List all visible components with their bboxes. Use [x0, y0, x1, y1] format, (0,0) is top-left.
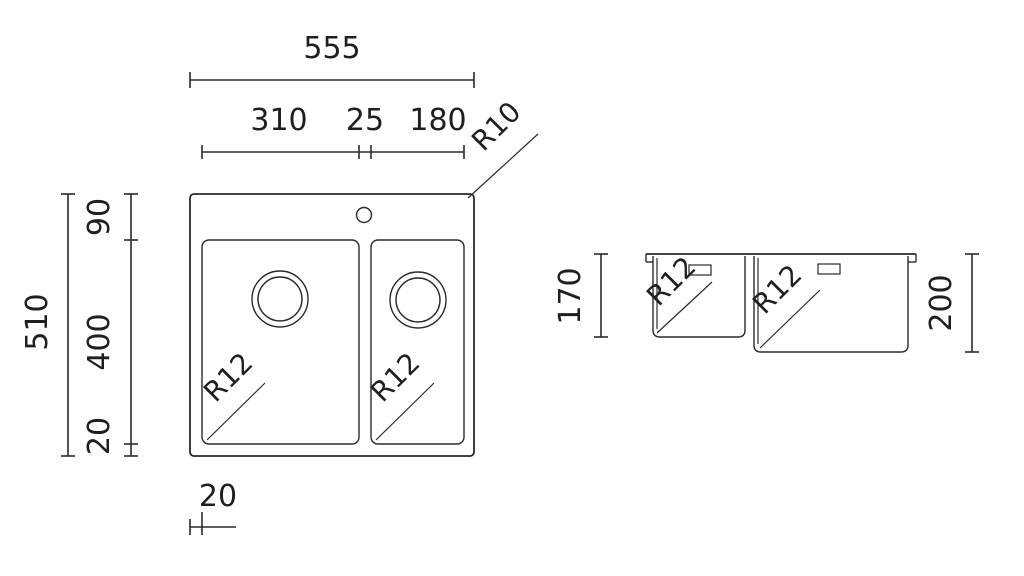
- side-margin-label: 20: [199, 479, 237, 514]
- overall-depth-label: 510: [20, 293, 55, 350]
- dimension-overall-depth: 510: [20, 193, 75, 457]
- overall-width-label: 555: [303, 31, 360, 66]
- right-drain-outer: [389, 271, 447, 329]
- dimension-large-bowl-depth: 200: [924, 253, 979, 353]
- sink-top-view: R12 R12: [189, 193, 475, 457]
- dimension-small-bowl-depth: 170: [553, 253, 608, 338]
- divider-width-label: 25: [346, 103, 384, 138]
- right-drain-inner: [395, 277, 441, 323]
- dimension-bowl-widths: 310 25 180: [201, 103, 467, 159]
- back-margin-label: 90: [82, 198, 117, 236]
- outer-radius-label: R10: [465, 95, 527, 157]
- bowl-length-label: 400: [82, 313, 117, 370]
- left-drain-inner: [257, 276, 303, 322]
- dimension-outer-radius: R10: [465, 95, 539, 199]
- large-bowl-section-radius-label: R12: [746, 258, 808, 320]
- left-bowl-radius-label: R12: [197, 346, 259, 408]
- left-bowl-outline: [201, 239, 360, 445]
- sink-section-view: R12 R12: [640, 250, 917, 353]
- large-bowl-section: [753, 256, 909, 353]
- small-bowl-overflow: [688, 264, 712, 276]
- dimension-side-margin: 20: [189, 479, 237, 535]
- sink-outer-outline: [189, 193, 475, 457]
- large-bowl-depth-label: 200: [924, 274, 959, 331]
- dimension-depth-breakdown: 90 400 20: [82, 193, 138, 457]
- left-bowl-width-label: 310: [250, 103, 307, 138]
- tap-hole: [355, 206, 373, 224]
- front-margin-label: 20: [82, 417, 117, 455]
- left-drain-outer: [251, 270, 309, 328]
- small-bowl-depth-label: 170: [553, 267, 588, 324]
- dimension-overall-width: 555: [189, 31, 475, 88]
- right-bowl-width-label: 180: [409, 103, 466, 138]
- large-bowl-overflow: [817, 263, 841, 275]
- right-bowl-outline: [370, 239, 465, 445]
- small-bowl-section-radius-label: R12: [640, 250, 702, 312]
- small-bowl-section: [652, 256, 746, 338]
